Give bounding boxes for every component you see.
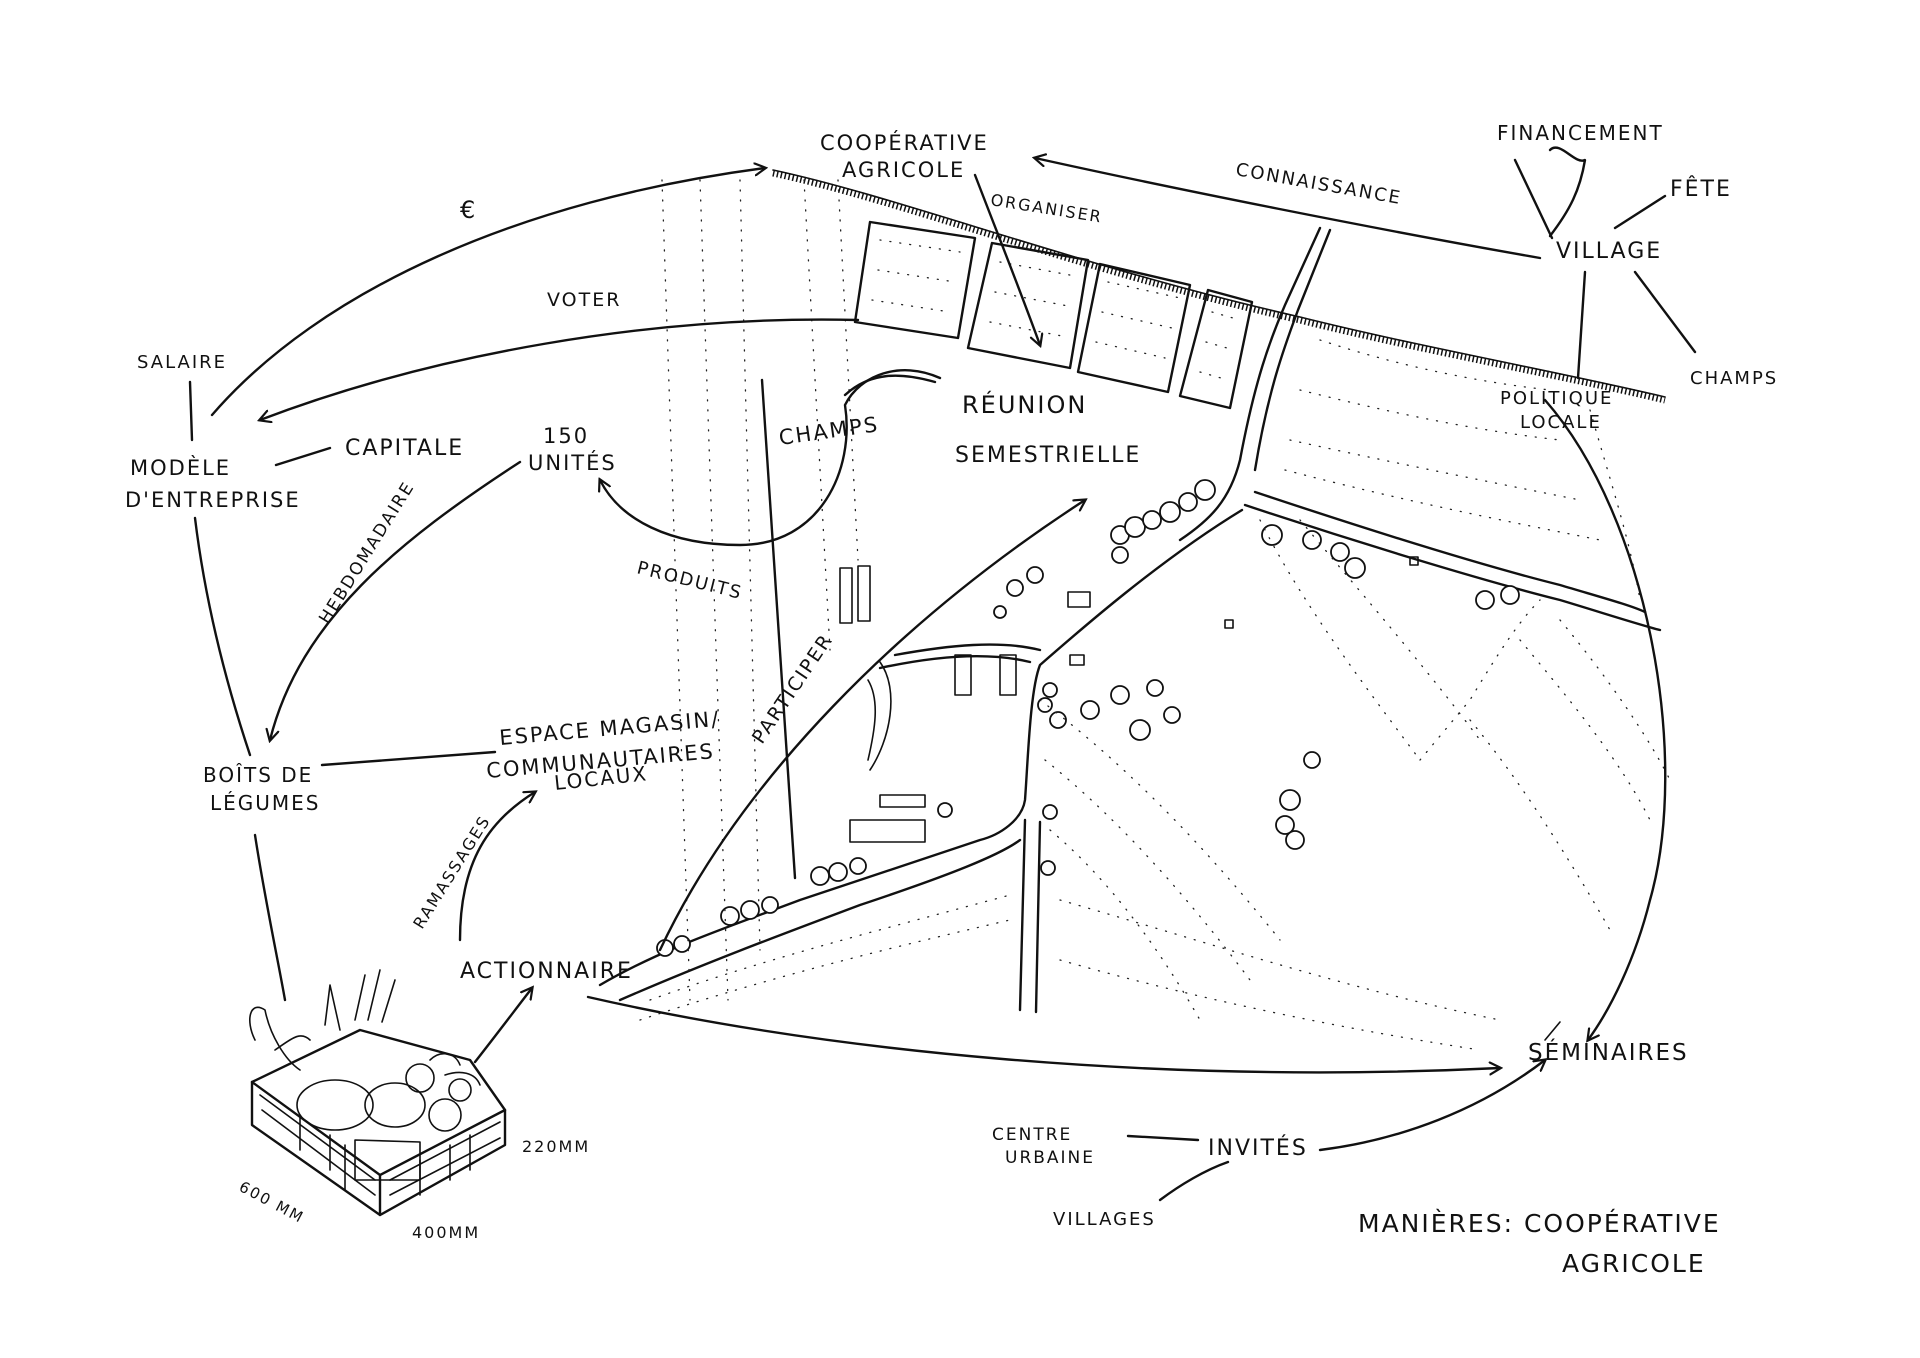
voter-arrow — [260, 318, 860, 420]
label-modele: MODÈLE — [130, 455, 231, 480]
label-villages: VILLAGES — [1053, 1209, 1156, 1230]
label-reunion: RÉUNION — [962, 390, 1087, 419]
boundary-line — [772, 169, 1666, 398]
label-euro: € — [460, 196, 477, 224]
road-southwest — [598, 508, 1244, 987]
trees — [656, 479, 1520, 957]
ramassages-arrow — [458, 792, 535, 942]
hebdomadaire-arrow — [270, 460, 522, 740]
plot-texture — [871, 239, 1241, 381]
label-reunion-2: SEMESTRIELLE — [955, 443, 1141, 468]
road-north — [1178, 226, 1322, 542]
label-connaissance: CONNAISSANCE — [1234, 159, 1403, 209]
road-east — [1243, 503, 1662, 632]
label-cooperative-2: AGRICOLE — [842, 158, 965, 182]
road-west-edge — [618, 838, 1022, 1002]
label-centre: CENTRE — [992, 1125, 1072, 1145]
building — [839, 567, 853, 624]
salaire-modele-link — [188, 380, 194, 442]
boites-espace-link — [320, 750, 497, 767]
label-produits: PRODUITS — [635, 557, 745, 604]
organiser-arrow — [973, 173, 1040, 345]
label-capitale: CAPITALE — [345, 436, 464, 461]
boundary-hatch — [772, 169, 1666, 404]
centre-invites-link — [1126, 1134, 1200, 1142]
modele-boites-link — [193, 516, 252, 757]
label-cooperative: COOPÉRATIVE — [820, 130, 989, 155]
label-ramassages: RAMASSAGES — [409, 812, 494, 932]
label-150: 150 — [543, 424, 589, 448]
label-organiser: ORGANISER — [989, 190, 1104, 226]
label-actionnaire: ACTIONNAIRE — [460, 959, 633, 984]
label-modele-2: D'ENTREPRISE — [125, 488, 301, 512]
label-champs-right: CHAMPS — [1690, 368, 1778, 389]
road-south — [1034, 820, 1042, 1014]
label-centre-2: URBAINE — [1005, 1148, 1095, 1168]
label-financement: FINANCEMENT — [1497, 121, 1664, 145]
map-seminaires-arc — [1543, 398, 1667, 1040]
invites-seminaires-arrow — [1318, 1060, 1545, 1152]
connaissance-arrow — [1035, 158, 1542, 260]
label-village: VILLAGE — [1556, 239, 1662, 264]
diagram-title-2: AGRICOLE — [1562, 1249, 1706, 1278]
label-voter: VOTER — [547, 289, 621, 311]
vegetable-crate-drawing — [249, 969, 507, 1217]
road-east-edge — [1253, 490, 1647, 614]
label-invites: INVITÉS — [1208, 1135, 1308, 1161]
diagram-title: MANIÈRES: COOPÉRATIVE — [1358, 1209, 1721, 1238]
label-unites: UNITÉS — [528, 450, 617, 475]
field-plot-2 — [966, 241, 1090, 370]
crate-actionnaire-arrow — [473, 988, 532, 1064]
field-dots — [639, 179, 1671, 1051]
label-fete: FÊTE — [1670, 176, 1732, 202]
village-financement-link — [1548, 146, 1587, 238]
label-dim-220: 220MM — [522, 1137, 590, 1156]
label-boites: BOÎTS DE — [203, 763, 313, 787]
village-fete-link — [1613, 194, 1667, 230]
aerial-map — [598, 169, 1671, 1051]
label-champs-center: CHAMPS — [777, 412, 880, 450]
road-southwest-edge — [1018, 818, 1027, 1012]
connectors — [188, 146, 1697, 1202]
field-plot-1 — [853, 220, 977, 340]
label-participer: PARTICIPER — [748, 630, 838, 748]
participer-arrow — [658, 500, 1085, 952]
euro-arrow — [210, 168, 765, 417]
village-champs-link — [1633, 270, 1697, 354]
label-boites-2: LÉGUMES — [210, 791, 321, 815]
label-hebdomadaire: HEBDOMADAIRE — [315, 478, 419, 628]
road-branch — [893, 643, 1042, 657]
village-politique-link — [1576, 270, 1587, 380]
field-plot-3 — [1076, 262, 1192, 394]
field-plot-4 — [1178, 288, 1254, 410]
label-politique: POLITIQUE — [1500, 388, 1613, 409]
label-politique-2: LOCALE — [1520, 412, 1602, 433]
label-dim-400: 400MM — [412, 1223, 480, 1242]
villages-invites-link — [1158, 1160, 1230, 1202]
label-dim-600: 600 MM — [236, 1178, 307, 1227]
label-seminaires: SÉMINAIRES — [1528, 1038, 1689, 1066]
boites-crate-link — [253, 833, 287, 1002]
actionnaire-seminaires-arrow — [586, 995, 1500, 1072]
field-divider — [760, 378, 797, 880]
capitale-modele-link — [274, 446, 332, 467]
label-salaire: SALAIRE — [137, 352, 227, 373]
road-north-edge — [1253, 228, 1332, 472]
